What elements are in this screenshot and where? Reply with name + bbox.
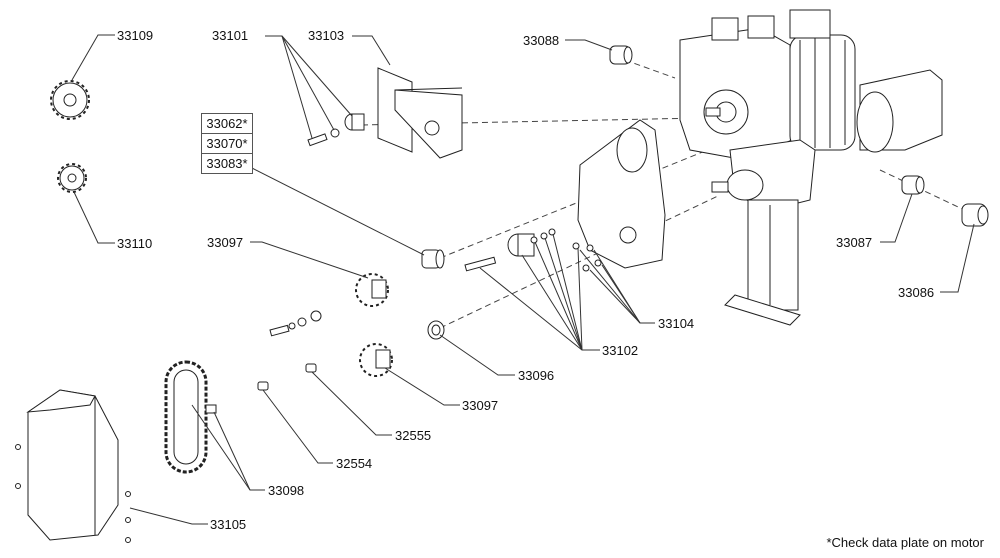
bracket-33103 [378,68,462,158]
motor-gearbox-assembly [680,10,942,325]
callout-33104: 33104 [658,316,695,331]
callout-32554: 32554 [336,456,373,471]
sprocket-33097-upper [356,274,388,306]
callout-33086: 33086 [898,285,935,300]
collar-33087 [902,176,924,194]
callout-33083: 33083* [201,153,253,174]
callout-33098: 33098 [268,483,305,498]
callout-33102: 33102 [602,343,639,358]
callout-33096: 33096 [518,368,555,383]
callout-33103: 33103 [308,28,345,43]
chain-guard-plate [578,120,665,268]
collar-33086 [962,204,988,226]
chain-link-32554 [258,382,268,390]
bushing-33062 [422,250,444,268]
chain-33098 [166,362,216,472]
sprocket-33110 [58,164,86,192]
callout-33062: 33062* [201,113,253,134]
callout-33070: 33070* [201,133,253,154]
bolt-set-33101 [308,114,364,146]
chain-link-32555 [306,364,316,372]
cover-33105 [16,390,131,543]
spacer-set-33102 [465,229,601,271]
callout-33097-lower: 33097 [462,398,499,413]
callout-33105: 33105 [210,517,247,532]
footnote: *Check data plate on motor [826,535,984,550]
callout-33088: 33088 [523,33,560,48]
sprocket-33097-lower [360,344,392,376]
callout-32555: 32555 [395,428,432,443]
collar-33088 [610,46,632,64]
callout-33097-upper: 33097 [207,235,244,250]
bushing-33096 [428,321,444,339]
sprocket-33109 [51,81,89,119]
callout-33110: 33110 [117,236,153,251]
washer-set [270,311,321,336]
callout-33087: 33087 [836,235,873,250]
callout-33101: 33101 [212,28,249,43]
callout-33109: 33109 [117,28,154,43]
leader-lines [72,35,974,524]
